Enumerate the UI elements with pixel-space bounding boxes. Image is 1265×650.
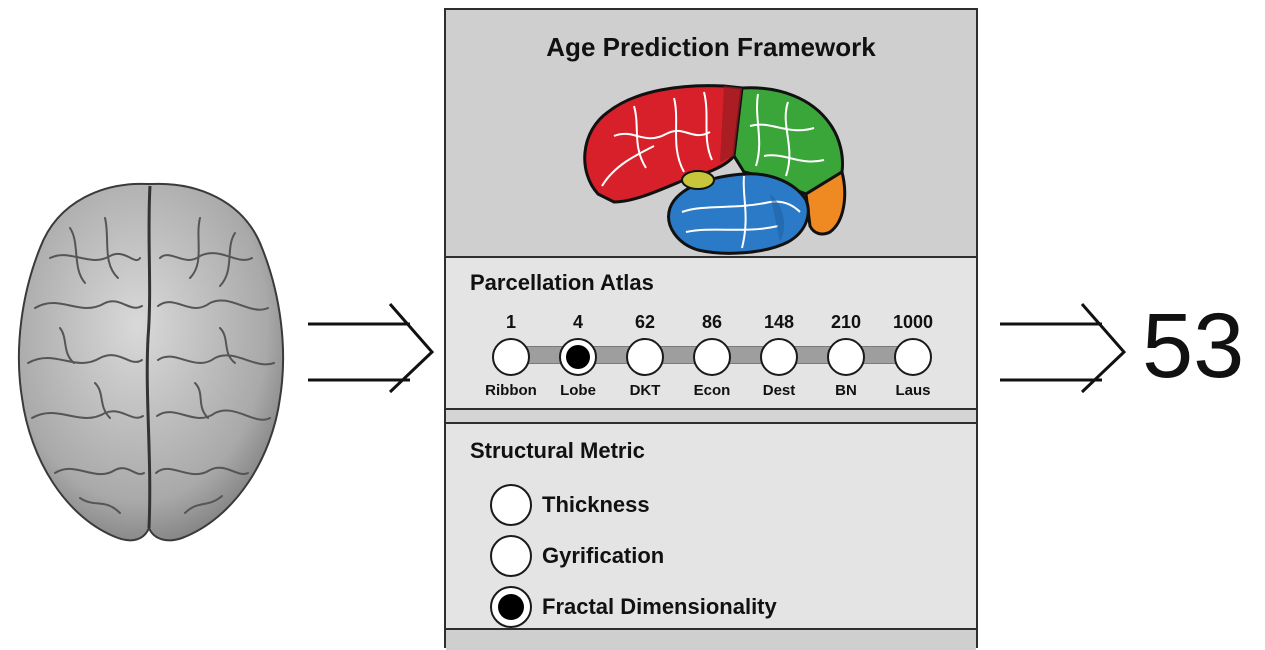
atlas-region-count: 86 bbox=[701, 312, 723, 332]
input-arrow-icon bbox=[308, 303, 435, 394]
atlas-region-count: 210 bbox=[830, 312, 862, 332]
atlas-radio-node[interactable] bbox=[693, 338, 731, 376]
atlas-option-label: Ribbon bbox=[485, 382, 537, 399]
atlas-region-count: 148 bbox=[763, 312, 795, 332]
atlas-radio-node[interactable] bbox=[760, 338, 798, 376]
atlas-radio-node[interactable] bbox=[894, 338, 932, 376]
output-arrow-icon bbox=[1000, 303, 1127, 394]
atlas-radio-node[interactable] bbox=[492, 338, 530, 376]
atlas-option-label: Econ bbox=[693, 382, 731, 399]
framework-title: Age Prediction Framework bbox=[546, 32, 876, 62]
metric-radio-node[interactable] bbox=[490, 535, 532, 577]
atlas-option-dest[interactable]: 148 Dest bbox=[744, 310, 814, 399]
atlas-option-label: Lobe bbox=[560, 382, 596, 399]
atlas-option-label: BN bbox=[835, 382, 857, 399]
atlas-region-count: 1000 bbox=[892, 312, 934, 332]
atlas-option-label: Dest bbox=[762, 382, 796, 399]
atlas-radio-node[interactable] bbox=[827, 338, 865, 376]
atlas-region-count: 4 bbox=[572, 312, 583, 332]
structural-metric-heading: Structural Metric bbox=[470, 438, 645, 463]
section-divider bbox=[446, 410, 976, 424]
metric-option-label: Thickness bbox=[542, 492, 650, 517]
predicted-age-output: 53 bbox=[1142, 295, 1245, 397]
atlas-option-bn[interactable]: 210 BN bbox=[811, 310, 881, 399]
atlas-radio-node[interactable] bbox=[626, 338, 664, 376]
metric-radio-node-selected[interactable] bbox=[490, 586, 532, 628]
atlas-option-lobe[interactable]: 4 Lobe bbox=[543, 310, 613, 399]
metric-option-label: Fractal Dimensionality bbox=[542, 594, 777, 619]
atlas-option-label: Laus bbox=[895, 382, 931, 399]
brain-top-view-image bbox=[17, 182, 285, 542]
atlas-option-laus[interactable]: 1000 Laus bbox=[878, 310, 948, 399]
atlas-radio-node-selected[interactable] bbox=[559, 338, 597, 376]
lobe-parcellation-brain-image bbox=[583, 84, 847, 255]
parcellation-atlas-heading: Parcellation Atlas bbox=[470, 270, 654, 295]
atlas-region-count: 1 bbox=[505, 312, 516, 332]
metric-radio-node[interactable] bbox=[490, 484, 532, 526]
atlas-option-dkt[interactable]: 62 DKT bbox=[610, 310, 680, 399]
atlas-option-ribbon[interactable]: 1 Ribbon bbox=[476, 310, 546, 399]
atlas-option-label: DKT bbox=[629, 382, 661, 399]
atlas-region-count: 62 bbox=[634, 312, 656, 332]
atlas-option-econ[interactable]: 86 Econ bbox=[677, 310, 747, 399]
structural-metric-section: Structural Metric Thickness Gyrification… bbox=[446, 424, 976, 630]
panel-footer bbox=[446, 630, 976, 650]
metric-option-label: Gyrification bbox=[542, 543, 665, 568]
age-prediction-framework-panel: Age Prediction Framework Parcellation At… bbox=[444, 8, 978, 650]
parcellation-atlas-section: Parcellation Atlas 1 Ribbon 4 Lobe 62 DK… bbox=[446, 256, 976, 410]
